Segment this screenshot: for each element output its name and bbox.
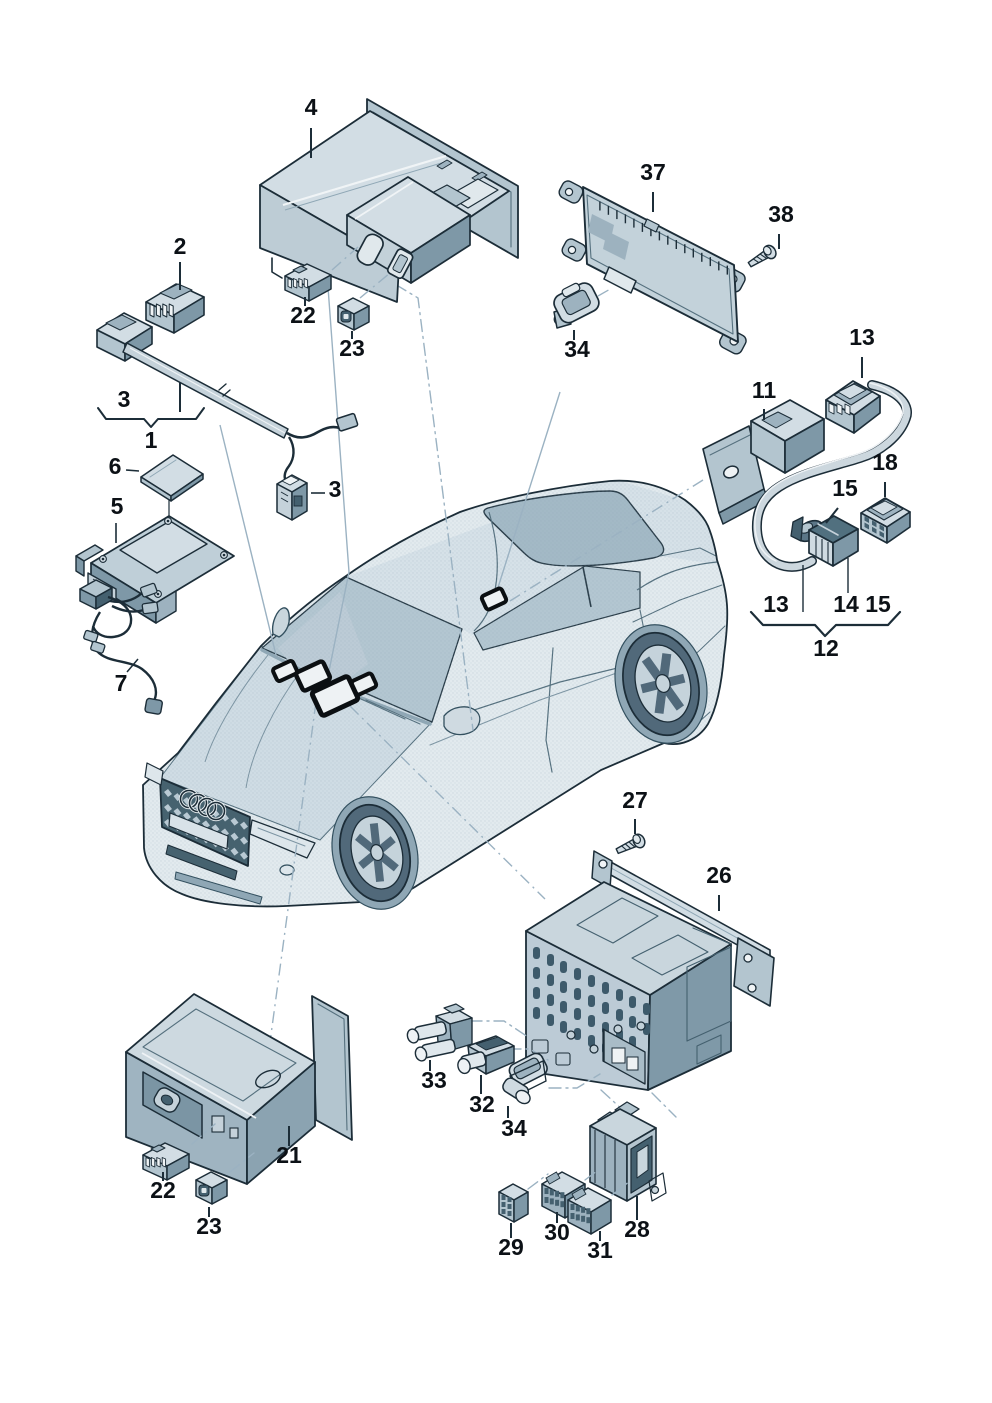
svg-text:32: 32 — [469, 1091, 495, 1117]
svg-text:2: 2 — [174, 233, 187, 259]
svg-text:13: 13 — [849, 324, 875, 350]
svg-text:23: 23 — [196, 1213, 222, 1239]
svg-text:37: 37 — [640, 159, 666, 185]
svg-text:31: 31 — [587, 1237, 613, 1263]
svg-text:28: 28 — [624, 1216, 650, 1242]
svg-text:38: 38 — [768, 201, 794, 227]
svg-text:3: 3 — [118, 386, 131, 412]
svg-text:15: 15 — [865, 591, 891, 617]
svg-text:22: 22 — [150, 1177, 176, 1203]
svg-text:5: 5 — [111, 493, 124, 519]
svg-text:33: 33 — [421, 1067, 447, 1093]
svg-text:6: 6 — [109, 453, 122, 479]
svg-text:30: 30 — [544, 1219, 570, 1245]
svg-text:27: 27 — [622, 787, 648, 813]
svg-text:7: 7 — [115, 670, 128, 696]
svg-text:34: 34 — [501, 1115, 527, 1141]
svg-text:14: 14 — [833, 591, 859, 617]
svg-text:3: 3 — [329, 476, 342, 502]
svg-text:15: 15 — [832, 475, 858, 501]
svg-text:1: 1 — [145, 427, 158, 453]
svg-text:29: 29 — [498, 1234, 524, 1260]
svg-text:26: 26 — [706, 862, 732, 888]
svg-text:21: 21 — [276, 1142, 302, 1168]
svg-text:23: 23 — [339, 335, 365, 361]
svg-text:18: 18 — [872, 449, 898, 475]
svg-text:34: 34 — [564, 336, 590, 362]
svg-text:13: 13 — [763, 591, 789, 617]
svg-text:12: 12 — [813, 635, 839, 661]
svg-text:4: 4 — [305, 94, 318, 120]
svg-text:22: 22 — [290, 302, 316, 328]
svg-text:11: 11 — [752, 377, 777, 403]
